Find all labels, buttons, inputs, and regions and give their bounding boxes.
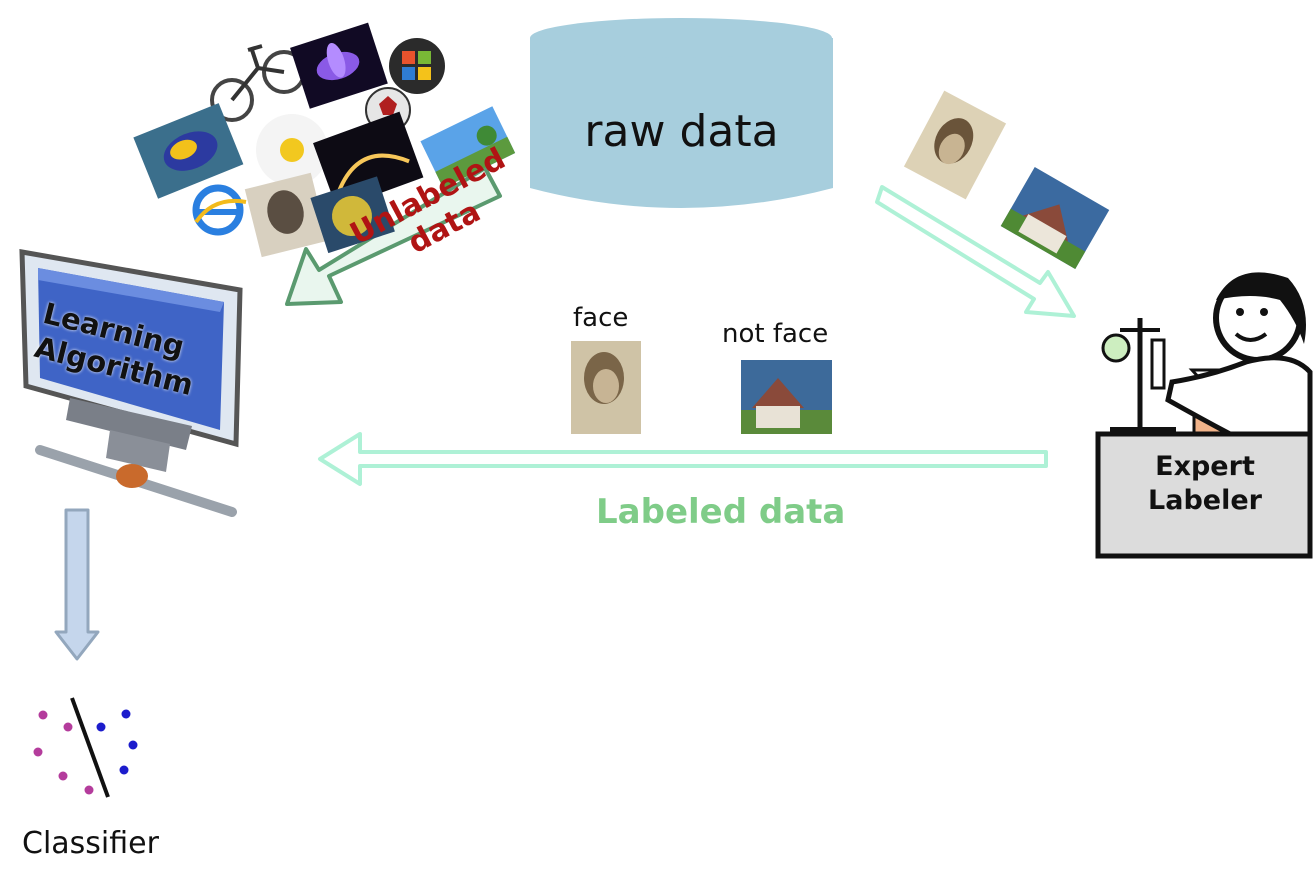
not-face-label: not face xyxy=(722,319,829,349)
classifier-label: Classifier xyxy=(22,826,159,861)
class-a-point xyxy=(58,771,68,781)
daisy-photo xyxy=(256,114,328,186)
face-sample-image xyxy=(903,90,1007,200)
labeled-data-label: Labeled data xyxy=(596,492,846,532)
raw-data-cylinder xyxy=(530,18,833,208)
lotus-photo xyxy=(290,22,388,109)
class-a-point xyxy=(33,747,43,757)
expert-labeler-label: Expert Labeler xyxy=(1148,451,1262,516)
raw-data-label: raw data xyxy=(584,106,779,157)
class-a-point xyxy=(38,710,48,720)
to-expert-arrow xyxy=(875,185,1076,318)
house-sample-image xyxy=(1000,167,1110,269)
unlabeled-image-collage xyxy=(133,22,516,258)
expert-labeler-figure xyxy=(1095,272,1313,559)
not-face-example-image xyxy=(741,360,832,434)
fish-photo xyxy=(133,103,244,199)
face-example-image xyxy=(571,341,641,434)
face-label: face xyxy=(573,303,629,333)
decision-boundary xyxy=(70,697,110,798)
earth-photo xyxy=(310,176,395,254)
class-b-point xyxy=(96,722,106,732)
class-b-point xyxy=(119,765,129,775)
class-a-point xyxy=(63,722,73,732)
class-b-point xyxy=(121,709,131,719)
class-a-point xyxy=(84,785,94,795)
class-b-point xyxy=(128,740,138,750)
windows-logo xyxy=(389,38,445,94)
unlabeled-data-arrow-shape xyxy=(285,166,502,306)
classifier-plot xyxy=(33,697,138,798)
learning-algorithm-monitor xyxy=(19,249,243,517)
man-portrait-photo xyxy=(244,172,328,258)
bicycle-icon xyxy=(210,44,306,122)
eclipse-photo xyxy=(313,111,424,209)
landscape-photo xyxy=(420,106,516,189)
labeled-data-arrow xyxy=(318,432,1048,486)
to-classifier-arrow xyxy=(54,508,100,661)
internet-explorer-icon xyxy=(192,184,247,236)
